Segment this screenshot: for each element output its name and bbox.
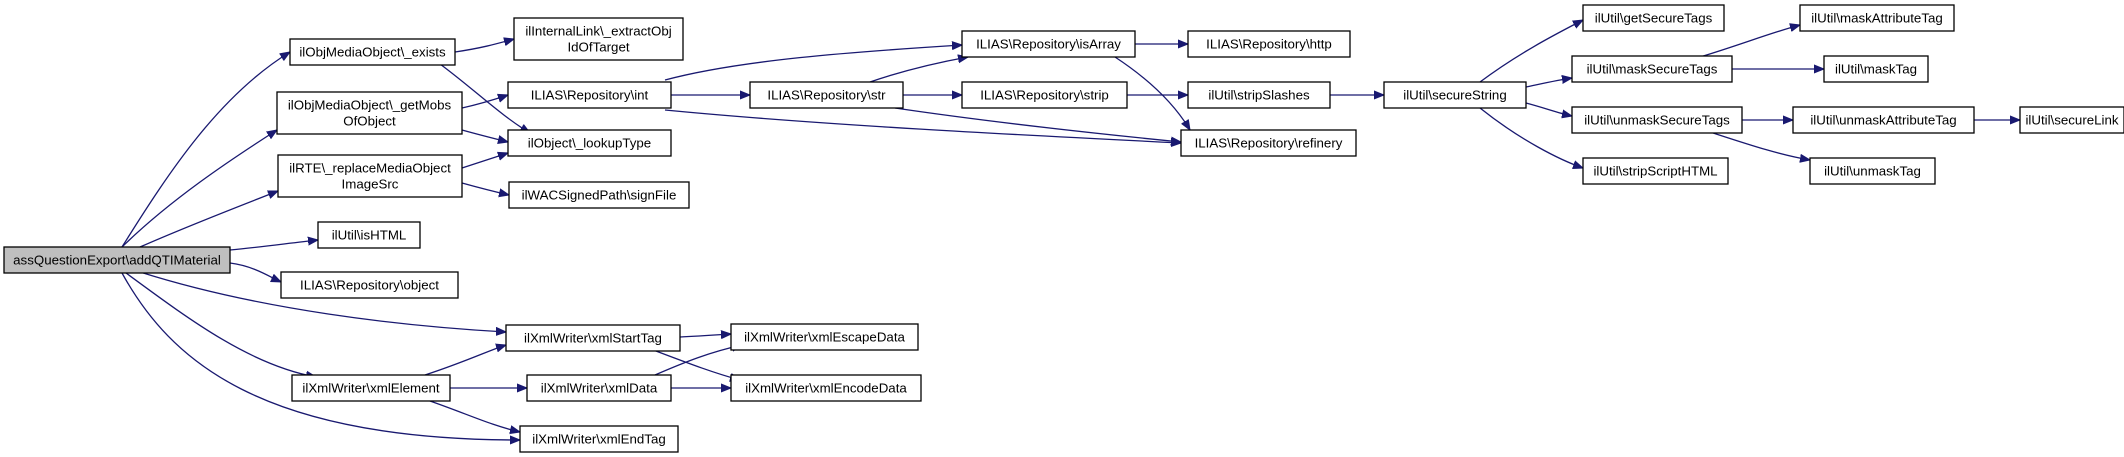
svg-text:ILIAS\Repository\isArray: ILIAS\Repository\isArray [976, 37, 1121, 52]
svg-text:ilUtil\maskTag: ilUtil\maskTag [1835, 62, 1917, 77]
edge-secure-string-to-mask-secure-tags [1525, 78, 1572, 88]
node-xml-data[interactable]: ilXmlWriter\xmlData [526, 374, 672, 402]
svg-text:ilUtil\secureString: ilUtil\secureString [1403, 88, 1506, 103]
node-wac-sign-file[interactable]: ilWACSignedPath\signFile [508, 181, 690, 209]
node-xml-start-tag[interactable]: ilXmlWriter\xmlStartTag [505, 324, 681, 352]
edge-mo-getmobs-to-lookup-type [461, 129, 508, 142]
svg-text:ilUtil\getSecureTags: ilUtil\getSecureTags [1595, 11, 1713, 26]
edge-mo-exists-to-internal-link [454, 39, 514, 53]
edge-root-to-mo-getmobs [121, 130, 277, 248]
node-rte-replace-media[interactable]: ilRTE\_replaceMediaObject ImageSrc [277, 154, 463, 198]
svg-text:ilUtil\secureLink: ilUtil\secureLink [2025, 113, 2118, 128]
svg-text:ilObjMediaObject\_exists: ilObjMediaObject\_exists [299, 45, 446, 60]
node-add-qti-material[interactable]: assQuestionExport\addQTIMaterial [3, 246, 231, 274]
node-repo-is-array[interactable]: ILIAS\Repository\isArray [961, 30, 1136, 58]
edge-mo-getmobs-to-repo-int [461, 95, 508, 109]
svg-text:ilUtil\unmaskTag: ilUtil\unmaskTag [1824, 164, 1921, 179]
edges [121, 20, 2020, 440]
svg-text:ImageSrc: ImageSrc [342, 177, 399, 192]
edge-root-to-xml-element [125, 272, 316, 377]
edge-root-to-xml-start [139, 271, 506, 332]
node-repo-http[interactable]: ILIAS\Repository\http [1187, 30, 1351, 58]
svg-text:ilXmlWriter\xmlEncodeData: ilXmlWriter\xmlEncodeData [745, 381, 907, 396]
edge-repo-str-to-repo-refinery [894, 107, 1181, 142]
svg-text:ilXmlWriter\xmlEndTag: ilXmlWriter\xmlEndTag [532, 432, 666, 447]
svg-text:ilUtil\unmaskAttributeTag: ilUtil\unmaskAttributeTag [1810, 113, 1956, 128]
svg-text:ilUtil\maskSecureTags: ilUtil\maskSecureTags [1587, 62, 1718, 77]
svg-text:ilXmlWriter\xmlStartTag: ilXmlWriter\xmlStartTag [524, 331, 662, 346]
edge-xml-element-to-xml-endtag [429, 400, 520, 432]
node-unmask-attribute-tag[interactable]: ilUtil\unmaskAttributeTag [1792, 106, 1975, 134]
svg-text:ILIAS\Repository\http: ILIAS\Repository\http [1206, 37, 1332, 52]
svg-text:ilXmlWriter\xmlElement: ilXmlWriter\xmlElement [302, 381, 439, 396]
edge-secure-string-to-unmask-secure-tags [1525, 102, 1572, 116]
edge-root-to-ishtml [229, 240, 318, 251]
edge-unmask-secure-tags-to-unmask-tag [1709, 131, 1810, 160]
svg-text:ilRTE\_replaceMediaObject: ilRTE\_replaceMediaObject [289, 161, 451, 176]
edge-root-to-mo-exists [121, 52, 290, 248]
node-xml-escape-data[interactable]: ilXmlWriter\xmlEscapeData [730, 323, 919, 351]
svg-text:OfObject: OfObject [343, 114, 396, 129]
node-strip-slashes[interactable]: ilUtil\stripSlashes [1187, 81, 1331, 109]
edge-repo-isarray-to-repo-refinery [1114, 56, 1190, 130]
node-mo-getmobs[interactable]: ilObjMediaObject\_getMobs OfObject [276, 91, 463, 135]
edge-mask-secure-tags-to-mask-attr-tag [1699, 25, 1800, 58]
edge-repo-int-to-repo-isarray [664, 45, 962, 81]
svg-text:ilUtil\maskAttributeTag: ilUtil\maskAttributeTag [1811, 11, 1943, 26]
svg-text:ilObject\_lookupType: ilObject\_lookupType [528, 136, 651, 151]
node-repo-strip[interactable]: ILIAS\Repository\strip [961, 81, 1128, 109]
node-mask-secure-tags[interactable]: ilUtil\maskSecureTags [1571, 55, 1733, 83]
node-mask-tag[interactable]: ilUtil\maskTag [1823, 55, 1929, 83]
node-internal-link[interactable]: ilInternalLink\_extractObj IdOfTarget [513, 17, 684, 61]
edge-root-to-rte [139, 190, 278, 248]
svg-text:ILIAS\Repository\int: ILIAS\Repository\int [531, 88, 649, 103]
node-repo-object[interactable]: ILIAS\Repository\object [280, 271, 459, 299]
svg-text:ilUtil\unmaskSecureTags: ilUtil\unmaskSecureTags [1584, 113, 1730, 128]
edge-rte-to-lookup-type [461, 153, 508, 169]
node-xml-element[interactable]: ilXmlWriter\xmlElement [291, 374, 451, 402]
node-mo-exists[interactable]: ilObjMediaObject\_exists [289, 38, 456, 66]
edge-xml-element-to-xml-start [424, 345, 506, 376]
node-strip-script-html[interactable]: ilUtil\stripScriptHTML [1582, 157, 1729, 185]
node-mask-attribute-tag[interactable]: ilUtil\maskAttributeTag [1799, 4, 1955, 32]
svg-text:ilXmlWriter\xmlData: ilXmlWriter\xmlData [541, 381, 658, 396]
edge-secure-string-to-strip-script-html [1479, 107, 1583, 168]
svg-text:ilObjMediaObject\_getMobs: ilObjMediaObject\_getMobs [288, 98, 452, 113]
edge-root-to-xml-endtag [121, 272, 520, 440]
edge-root-to-repo-object [229, 262, 281, 283]
nodes: assQuestionExport\addQTIMaterial ilObjMe… [3, 4, 2124, 453]
svg-text:ilUtil\stripSlashes: ilUtil\stripSlashes [1208, 88, 1310, 103]
svg-text:ILIAS\Repository\refinery: ILIAS\Repository\refinery [1195, 136, 1343, 151]
edge-rte-to-wac-sign [461, 182, 509, 195]
svg-text:ILIAS\Repository\str: ILIAS\Repository\str [767, 88, 886, 103]
svg-text:ILIAS\Repository\object: ILIAS\Repository\object [300, 278, 439, 293]
node-unmask-secure-tags[interactable]: ilUtil\unmaskSecureTags [1571, 106, 1743, 134]
node-repo-str[interactable]: ILIAS\Repository\str [749, 81, 904, 109]
svg-text:IdOfTarget: IdOfTarget [567, 40, 629, 55]
node-unmask-tag[interactable]: ilUtil\unmaskTag [1809, 157, 1936, 185]
node-lookup-type[interactable]: ilObject\_lookupType [507, 129, 672, 157]
edge-xml-start-to-xml-escape [679, 334, 731, 337]
svg-text:assQuestionExport\addQTIMateri: assQuestionExport\addQTIMaterial [13, 253, 221, 268]
node-secure-string[interactable]: ilUtil\secureString [1383, 81, 1527, 109]
node-get-secure-tags[interactable]: ilUtil\getSecureTags [1582, 4, 1725, 32]
node-xml-encode-data[interactable]: ilXmlWriter\xmlEncodeData [730, 374, 922, 402]
edge-repo-int-to-repo-refinery [664, 109, 1181, 143]
edge-secure-string-to-get-secure-tags [1479, 20, 1583, 83]
svg-text:ilUtil\stripScriptHTML: ilUtil\stripScriptHTML [1593, 164, 1717, 179]
node-is-html[interactable]: ilUtil\isHTML [317, 221, 421, 249]
svg-text:ilXmlWriter\xmlEscapeData: ilXmlWriter\xmlEscapeData [744, 330, 905, 345]
svg-text:ilUtil\isHTML: ilUtil\isHTML [332, 228, 407, 243]
node-repo-int[interactable]: ILIAS\Repository\int [507, 81, 672, 109]
node-xml-end-tag[interactable]: ilXmlWriter\xmlEndTag [519, 425, 679, 453]
svg-text:ILIAS\Repository\strip: ILIAS\Repository\strip [980, 88, 1109, 103]
edge-repo-str-to-repo-isarray [869, 57, 968, 83]
svg-text:ilWACSignedPath\signFile: ilWACSignedPath\signFile [522, 188, 677, 203]
node-repo-refinery[interactable]: ILIAS\Repository\refinery [1180, 129, 1357, 157]
svg-text:ilInternalLink\_extractObj: ilInternalLink\_extractObj [525, 24, 671, 39]
node-secure-link[interactable]: ilUtil\secureLink [2019, 106, 2124, 134]
